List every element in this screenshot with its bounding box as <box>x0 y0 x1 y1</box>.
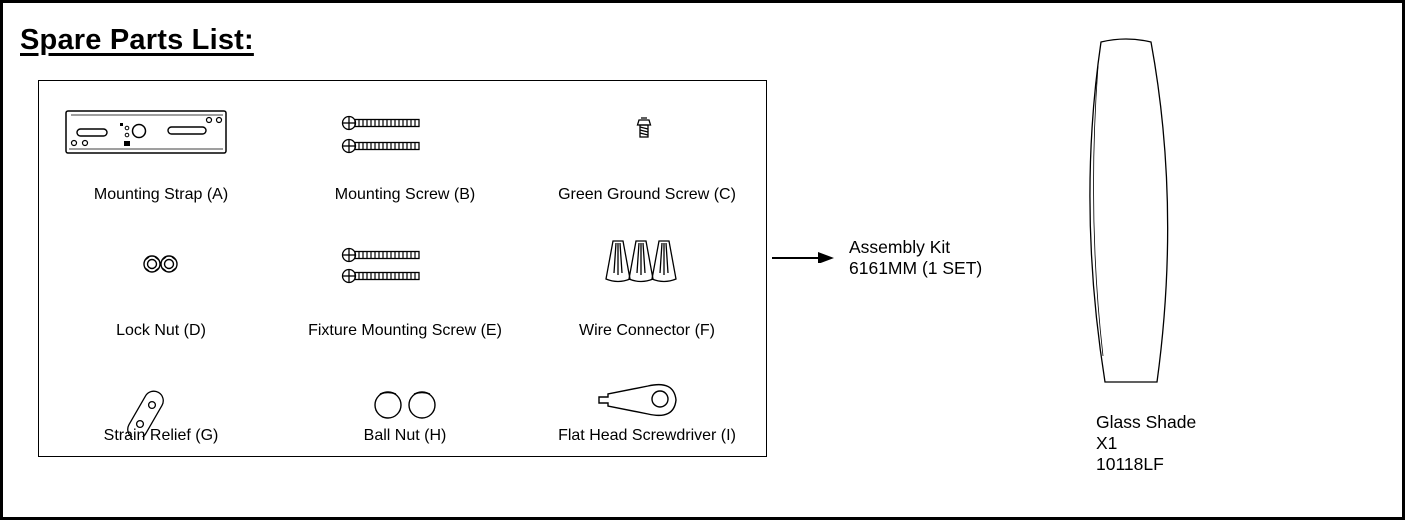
part-mounting-screw: Mounting Screw (B) <box>285 101 525 221</box>
part-lock-nut: Lock Nut (D) <box>41 233 281 353</box>
fixture-screw-icon <box>341 247 420 284</box>
strain-relief-icon <box>127 390 164 437</box>
ball-nut-icon <box>374 391 436 419</box>
part-wire-connector: Wire Connector (F) <box>527 233 767 353</box>
part-mounting-strap: Mounting Strap (A) <box>41 101 281 221</box>
part-strain-relief: Strain Relief (G) <box>41 377 281 457</box>
glass-shade-code: 10118LF <box>1096 454 1164 474</box>
part-label: Wire Connector (F) <box>578 322 716 339</box>
assembly-kit-name: Assembly Kit <box>849 237 951 257</box>
mounting-screw-icon <box>341 115 420 154</box>
part-label: Flat Head Screwdriver (I) <box>558 427 736 444</box>
glass-shade-label: Glass Shade X1 10118LF <box>1096 412 1196 475</box>
part-fixture-screw: Fixture Mounting Screw (E) <box>285 233 525 353</box>
part-label: Mounting Screw (B) <box>334 186 476 203</box>
part-ball-nut: Ball Nut (H) <box>285 377 525 457</box>
part-label: Ball Nut (H) <box>363 427 447 444</box>
ground-screw-icon <box>636 117 652 138</box>
assembly-kit-code: 6161MM (1 SET) <box>849 258 983 278</box>
page-title: Spare Parts List: <box>20 24 254 56</box>
lock-nut-icon <box>143 255 178 273</box>
part-label: Strain Relief (G) <box>103 427 219 444</box>
screwdriver-icon <box>598 383 677 417</box>
part-label: Lock Nut (D) <box>116 322 206 339</box>
part-label: Green Ground Screw (C) <box>558 186 736 203</box>
part-ground-screw: Green Ground Screw (C) <box>527 101 767 221</box>
parts-box: Mounting Strap (A) Mounting Screw (B) Gr… <box>38 80 767 457</box>
mounting-strap-icon <box>65 110 227 154</box>
assembly-kit-label: Assembly Kit 6161MM (1 SET) <box>849 237 982 279</box>
glass-shade-qty: X1 <box>1096 433 1118 453</box>
wire-connector-icon <box>605 240 677 283</box>
part-label: Fixture Mounting Screw (E) <box>308 322 502 339</box>
glass-shade-icon <box>1089 38 1169 383</box>
part-screwdriver: Flat Head Screwdriver (I) <box>527 377 767 457</box>
glass-shade-name: Glass Shade <box>1096 412 1197 432</box>
arrow-right-icon <box>772 252 834 263</box>
part-label: Mounting Strap (A) <box>93 186 229 203</box>
